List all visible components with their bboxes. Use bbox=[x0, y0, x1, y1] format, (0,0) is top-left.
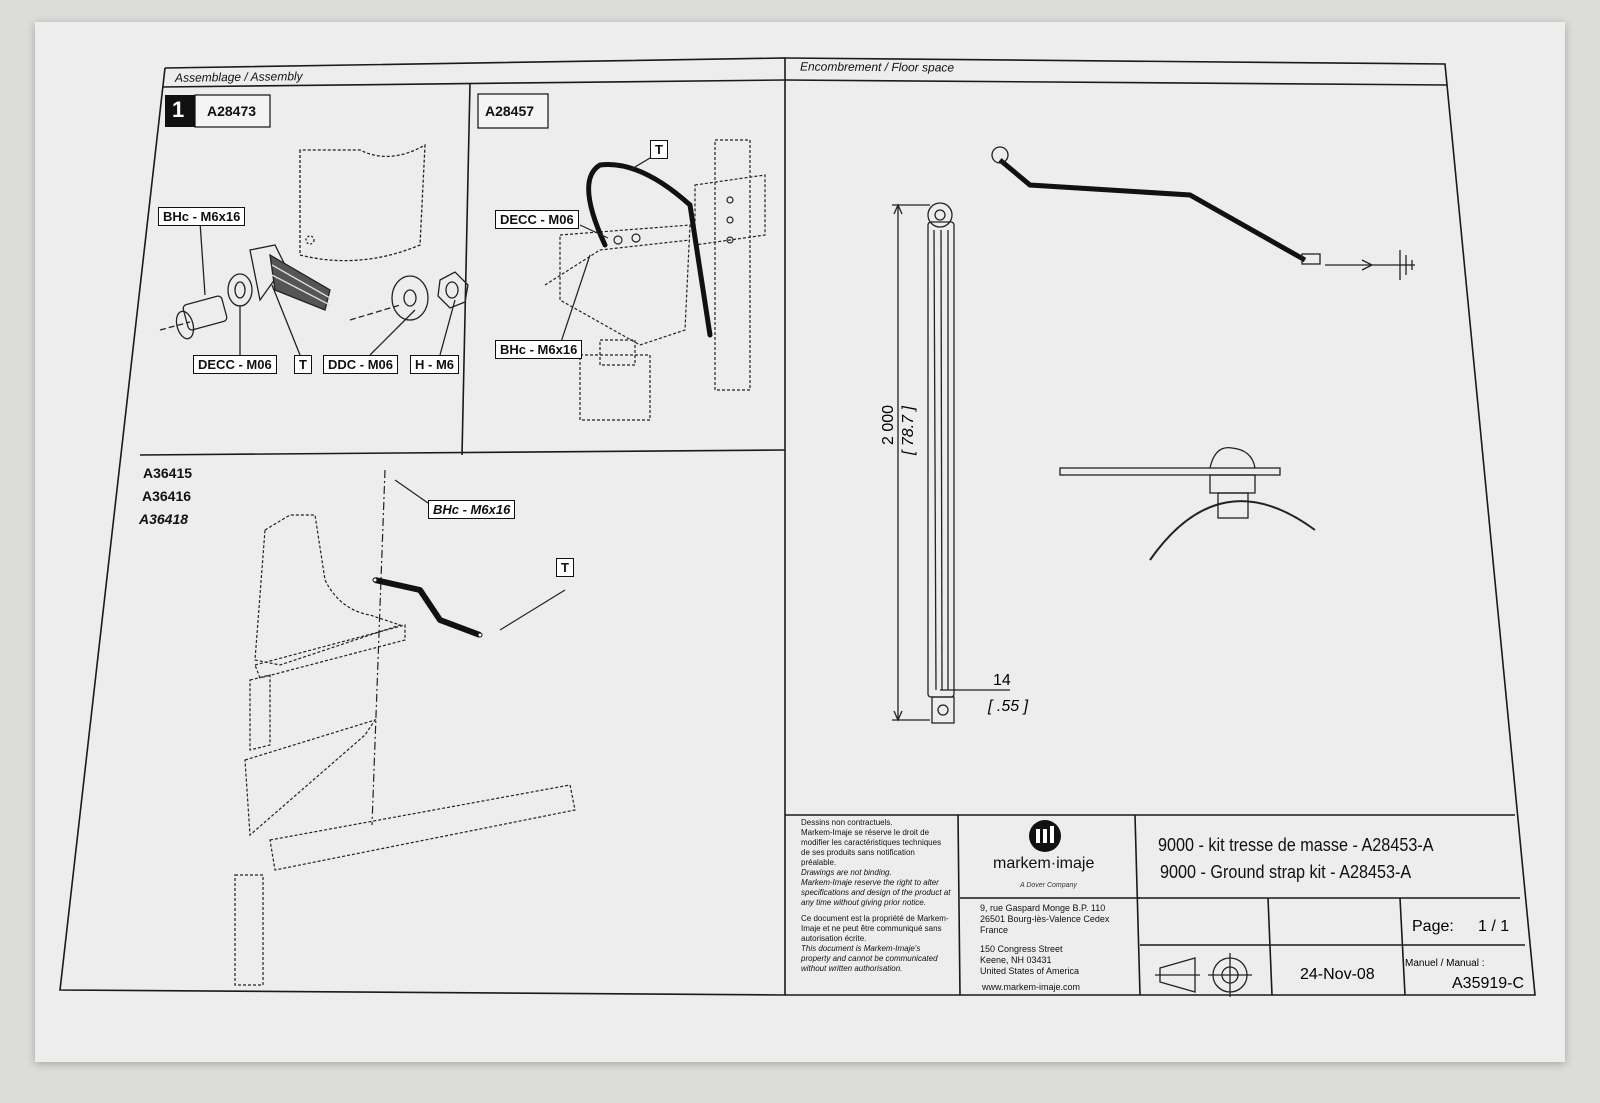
panel3-ref-1: A36415 bbox=[143, 465, 193, 481]
disclaimer-block: Dessins non contractuels. Markem-Imaje s… bbox=[801, 818, 951, 974]
property-en: This document is Markem-Imaje's property… bbox=[801, 944, 938, 973]
panel2-ref: A28457 bbox=[485, 103, 535, 119]
date: 24-Nov-08 bbox=[1300, 966, 1375, 983]
address-france: 9, rue Gaspard Monge B.P. 110 26501 Bour… bbox=[980, 903, 1110, 935]
label-decc-m06: DECC - M06 bbox=[193, 355, 277, 374]
label-ddc-m06: DDC - M06 bbox=[323, 355, 399, 374]
page-label: Page: bbox=[1412, 918, 1454, 935]
label-h-m6: H - M6 bbox=[410, 355, 459, 374]
brand-name: markem·imaje bbox=[993, 855, 1095, 872]
panel3-ref-3: A36418 bbox=[139, 511, 189, 527]
notice-fr-title: Dessins non contractuels. bbox=[801, 818, 893, 827]
width-dimension: 14 bbox=[993, 672, 1011, 689]
notice-en: Markem-Imaje reserve the right to alter … bbox=[801, 878, 951, 907]
manual-label: Manuel / Manual : bbox=[1405, 958, 1485, 969]
property-fr: Ce document est la propriété de Markem-I… bbox=[801, 914, 949, 943]
website: www.markem-imaje.com bbox=[982, 982, 1081, 992]
manual-value: A35919-C bbox=[1452, 975, 1525, 992]
page-value: 1 / 1 bbox=[1478, 918, 1510, 935]
step-number: 1 bbox=[172, 97, 185, 122]
panel3-ref-2: A36416 bbox=[142, 488, 192, 504]
brand-subtitle: A Dover Company bbox=[1020, 882, 1077, 889]
label-bhc-m6x16: BHc - M6x16 bbox=[158, 207, 246, 226]
notice-en-title: Drawings are not binding. bbox=[801, 868, 892, 877]
label-decc-m06-panel2: DECC - M06 bbox=[495, 210, 579, 229]
panel1-ref: A28473 bbox=[207, 103, 257, 119]
width-dimension-inches: [ .55 ] bbox=[988, 698, 1029, 715]
title-french: 9000 - kit tresse de masse - A28453-A bbox=[1158, 835, 1434, 855]
label-t: T bbox=[294, 355, 312, 374]
label-t-panel3: T bbox=[556, 558, 574, 577]
title-english: 9000 - Ground strap kit - A28453-A bbox=[1160, 862, 1412, 882]
label-t-panel2: T bbox=[650, 140, 668, 159]
label-bhc-m6x16-panel3: BHc - M6x16 bbox=[428, 500, 516, 519]
address-usa: 150 Congress Street Keene, NH 03431 Unit… bbox=[980, 944, 1080, 976]
label-bhc-m6x16-panel2: BHc - M6x16 bbox=[495, 340, 583, 359]
notice-fr: Markem-Imaje se réserve le droit de modi… bbox=[801, 828, 942, 867]
drawing-sheet bbox=[35, 22, 1565, 1062]
